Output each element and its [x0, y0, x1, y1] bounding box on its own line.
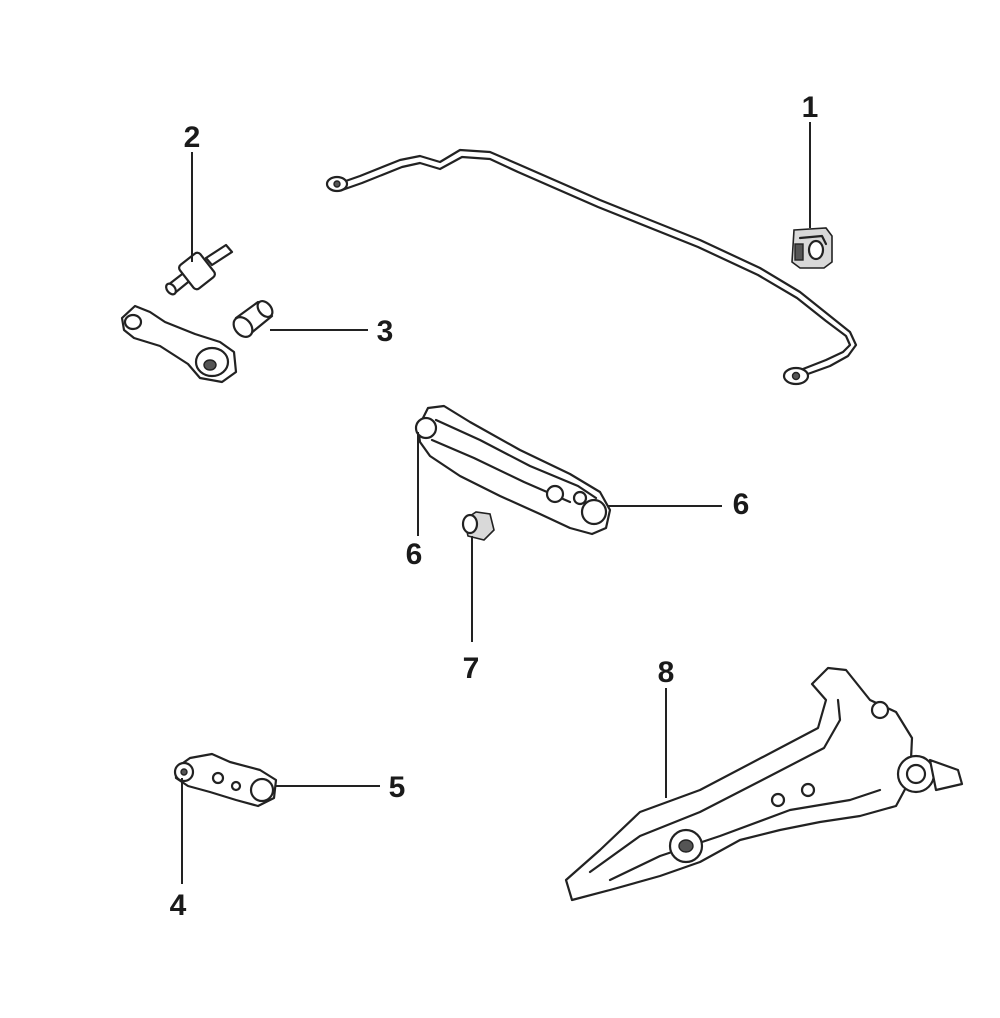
bushing-sleeve — [232, 300, 274, 338]
callout-1: 1 — [802, 91, 819, 124]
callout-6-right: 6 — [733, 488, 750, 521]
control-arm-bushing — [461, 511, 495, 541]
compensator-link — [173, 752, 278, 808]
callout-2: 2 — [184, 121, 201, 154]
callout-6-left: 6 — [406, 538, 423, 571]
stabilizer-bar — [325, 148, 858, 386]
lower-control-arm — [414, 404, 612, 536]
callout-3: 3 — [377, 315, 394, 348]
trailing-arm — [564, 666, 964, 902]
callout-7: 7 — [463, 652, 480, 685]
bushing-bolt — [165, 243, 234, 296]
callout-5: 5 — [389, 771, 406, 804]
upper-link-arm — [120, 304, 238, 384]
callout-8: 8 — [658, 656, 675, 689]
callout-4: 4 — [170, 889, 187, 922]
stabilizer-bushing — [791, 227, 833, 269]
